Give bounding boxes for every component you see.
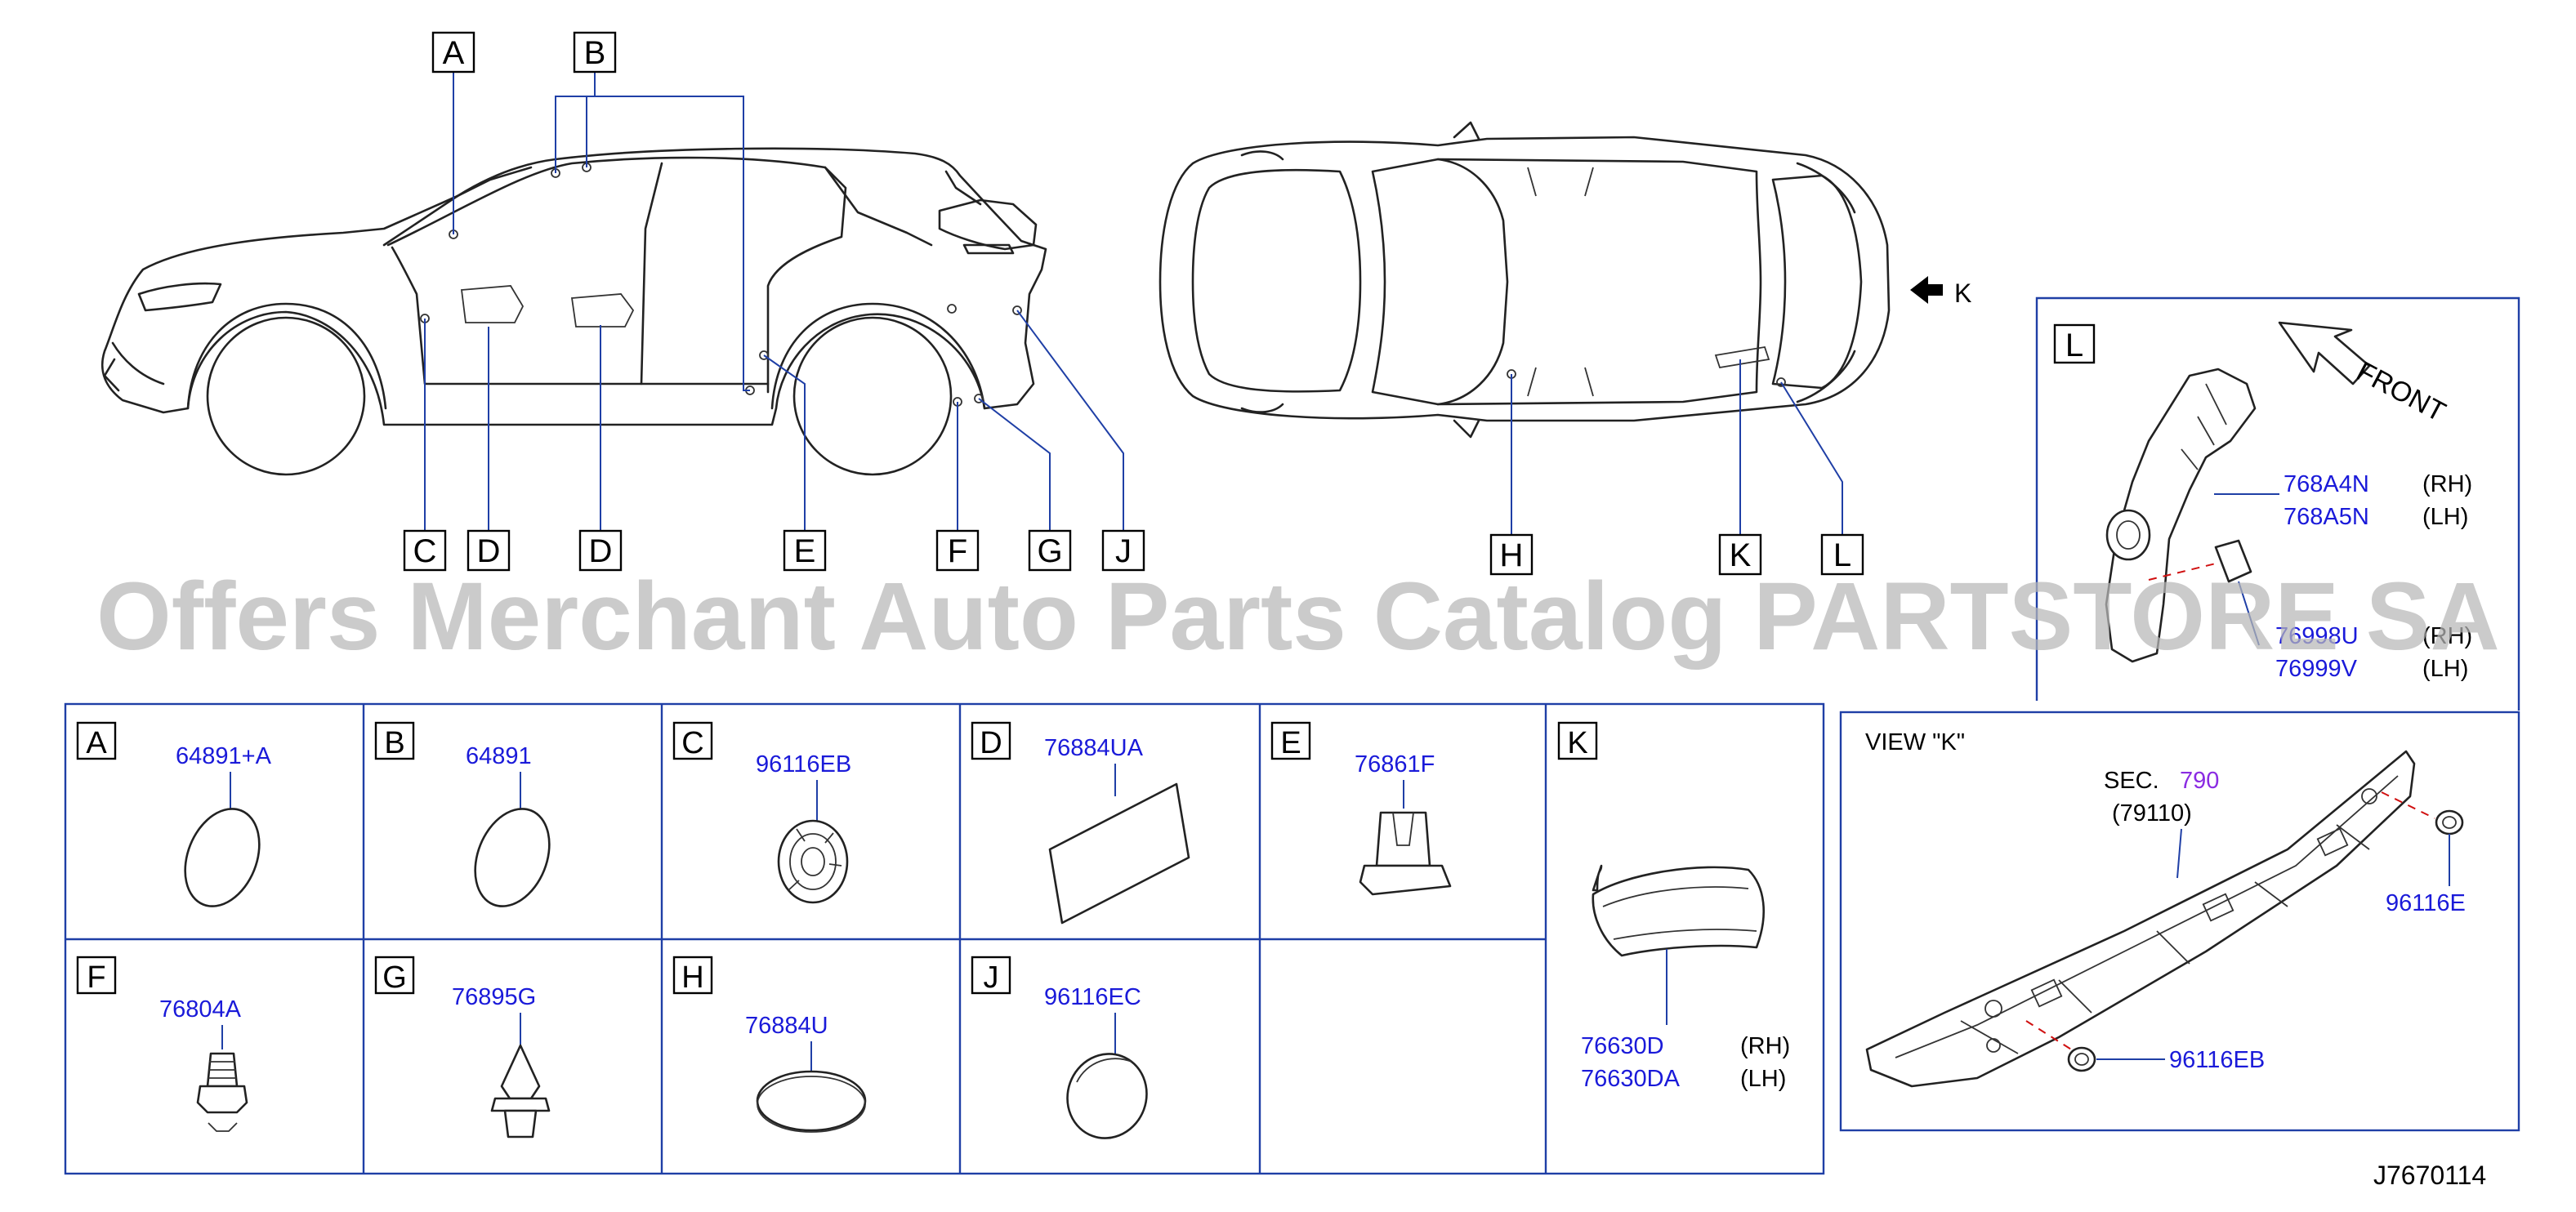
cell-h-part: 76884U [745, 1013, 828, 1039]
callout-e: E [794, 533, 816, 569]
grid-cell-a: A 64891+A [76, 721, 272, 907]
grid-cell-h: H 76884U [672, 956, 867, 1133]
grid-cell-d: D 76884UA [971, 721, 1190, 925]
watermark-text: Offers Merchant Auto Parts Catalog PARTS… [96, 563, 2500, 671]
cell-d-letter: D [980, 726, 1002, 760]
cell-a-letter: A [86, 726, 107, 760]
grid-cell-c: C 96116EB [672, 721, 851, 904]
grid-cell-g: G 76895G [374, 956, 551, 1138]
top-view-callouts: H K L [1489, 533, 1864, 576]
top-view-leaders [1511, 359, 1843, 535]
cell-c-letter: C [681, 726, 703, 760]
view-k-arrow-icon [1910, 276, 1943, 304]
cell-k-letter: K [1567, 726, 1587, 760]
sec-prefix: SEC. [2104, 768, 2159, 794]
side-76998u: (RH) [2422, 623, 2472, 649]
callout-g: G [1037, 533, 1062, 569]
callout-h: H [1500, 537, 1524, 573]
cell-k-part-76630da: 76630DA [1581, 1066, 1681, 1092]
callout-d-2: D [589, 533, 613, 569]
sec-sub: (79110) [2112, 800, 2192, 827]
grid-cell-f: F 76804A [76, 956, 248, 1132]
cell-f-letter: F [87, 960, 105, 995]
detail-l-panel: L FRONT 768A4N (RH) 768A5N (LH) 76998U (… [2035, 296, 2520, 711]
part-76999v: 76999V [2275, 656, 2358, 682]
cell-g-letter: G [382, 960, 407, 995]
part-768a4n: 768A4N [2284, 471, 2369, 497]
cell-k-side-76630da: (LH) [1740, 1066, 1786, 1092]
cell-f-part: 76804A [159, 996, 242, 1023]
cell-d-part: 76884UA [1044, 735, 1144, 761]
detail-l-letter: L [2065, 328, 2083, 363]
cell-a-part: 64891+A [176, 743, 272, 769]
cell-c-part: 96116EB [756, 751, 851, 778]
callout-a: A [443, 35, 465, 71]
side-768a5n: (LH) [2422, 504, 2468, 530]
cell-g-part: 76895G [452, 984, 536, 1010]
vehicle-side-view [100, 147, 1047, 476]
callout-k: K [1730, 537, 1752, 573]
vehicle-top-view: K [1159, 121, 1971, 439]
figure-code: J7670114 [2373, 1161, 2486, 1190]
view-k-arrow-label: K [1954, 278, 1971, 308]
grid-cell-j: J 96116EC [971, 956, 1148, 1139]
parts-grid [64, 702, 1825, 1175]
front-arrow-icon [2278, 321, 2371, 385]
part-76998u: 76998U [2275, 623, 2359, 649]
front-label: FRONT [2351, 356, 2450, 429]
part-96116e: 96116E [2386, 890, 2466, 916]
grid-cell-k: K 76630D (RH) 76630DA (LH) [1557, 721, 1790, 1092]
cell-k-part-76630d: 76630D [1581, 1033, 1664, 1059]
sec-number: 790 [2180, 768, 2219, 794]
callout-f: F [948, 533, 967, 569]
side-768a4n: (RH) [2422, 471, 2472, 497]
view-k-title: VIEW "K" [1865, 729, 1965, 755]
side-view-leaders [424, 72, 1124, 531]
side-view-callouts: A B C D D E F G J [403, 31, 1145, 572]
callout-j: J [1115, 533, 1132, 569]
cell-j-letter: J [984, 960, 999, 995]
cell-h-letter: H [681, 960, 703, 995]
cell-k-side-76630d: (RH) [1740, 1033, 1790, 1059]
callout-l: L [1833, 537, 1851, 573]
grid-cell-b: B 64891 [374, 721, 551, 907]
callout-d-1: D [477, 533, 501, 569]
side-76999v: (LH) [2422, 656, 2468, 682]
part-768a5n: 768A5N [2284, 504, 2369, 530]
callout-c: C [413, 533, 437, 569]
cell-b-part: 64891 [466, 743, 532, 769]
cell-e-part: 76861F [1355, 751, 1435, 778]
part-96116eb: 96116EB [2169, 1047, 2265, 1073]
callout-b: B [584, 35, 606, 71]
view-k-panel: VIEW "K" SEC. 790 (79110) 96116E 96116EB [1839, 711, 2520, 1132]
cell-e-letter: E [1280, 726, 1301, 760]
cell-j-part: 96116EC [1044, 984, 1141, 1010]
cell-b-letter: B [384, 726, 404, 760]
grid-cell-e: E 76861F [1270, 721, 1452, 896]
